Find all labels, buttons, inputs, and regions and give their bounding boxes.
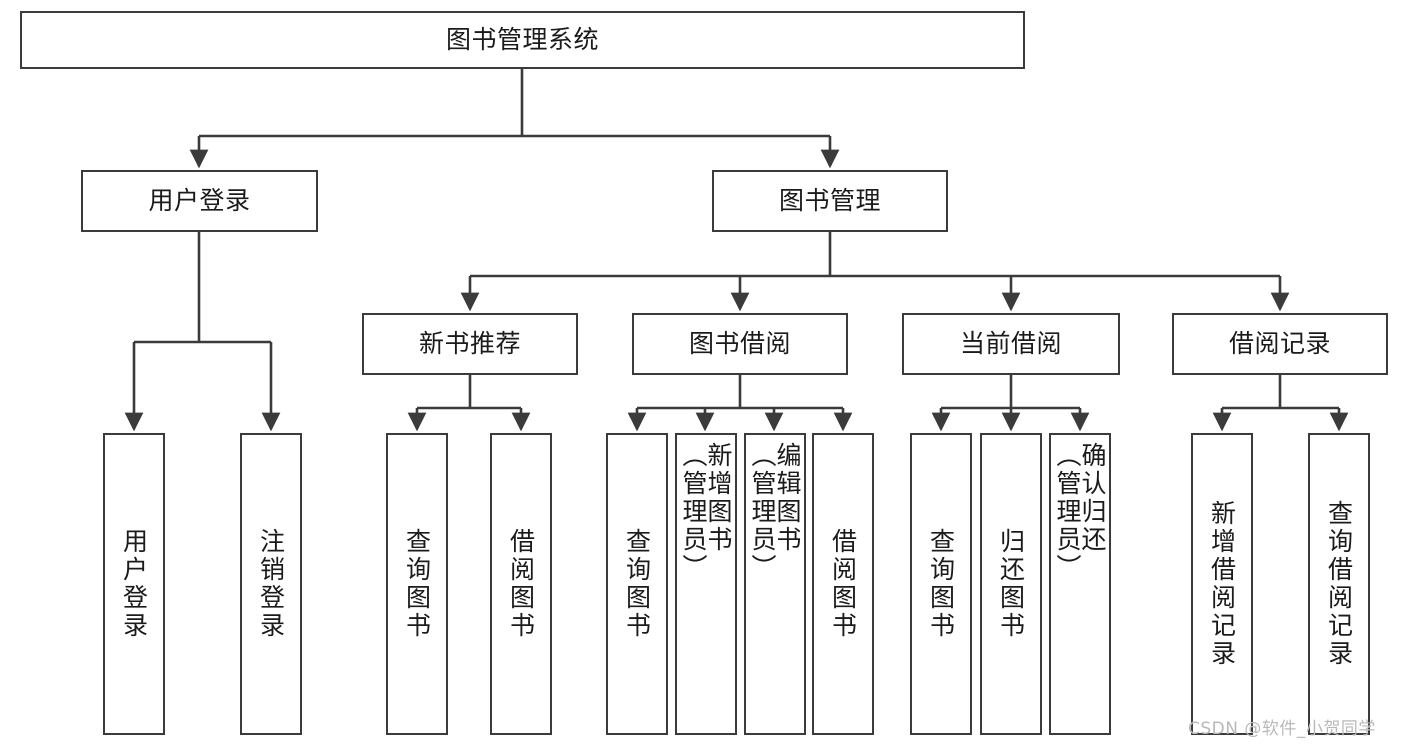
leaf-user-login[interactable]: 用户登录: [103, 433, 165, 735]
node-label: 查询图书: [622, 528, 652, 640]
node-label: 新增借阅记录: [1207, 500, 1237, 668]
node-label: 新书推荐: [418, 329, 521, 359]
node-new-book-recommendation[interactable]: 新书推荐: [362, 313, 578, 375]
leaf-query-book-recommendation[interactable]: 查询图书: [386, 433, 448, 735]
leaf-edit-book-admin[interactable]: 编辑图书 （管理员）: [744, 433, 806, 735]
node-label: 当前借阅: [959, 329, 1062, 359]
node-book-borrow[interactable]: 图书借阅: [632, 313, 848, 375]
node-root-book-management-system[interactable]: 图书管理系统: [20, 11, 1025, 69]
node-label: 用户登录: [119, 528, 149, 640]
leaf-query-borrow-record[interactable]: 查询借阅记录: [1308, 433, 1370, 735]
leaf-borrow-book[interactable]: 借阅图书: [812, 433, 874, 735]
leaf-query-book-borrow[interactable]: 查询图书: [606, 433, 668, 735]
node-label: 查询借阅记录: [1324, 500, 1354, 668]
node-user-login[interactable]: 用户登录: [81, 170, 318, 232]
node-borrow-record[interactable]: 借阅记录: [1172, 313, 1388, 375]
node-current-borrow[interactable]: 当前借阅: [902, 313, 1120, 375]
leaf-return-book[interactable]: 归还图书: [980, 433, 1042, 735]
node-label: 新增图书 （管理员）: [679, 442, 733, 582]
node-label: 注销登录: [256, 528, 286, 640]
node-book-manage[interactable]: 图书管理: [712, 170, 948, 232]
leaf-confirm-return-admin[interactable]: 确认归还 （管理员）: [1049, 433, 1111, 735]
leaf-borrow-book-recommendation[interactable]: 借阅图书: [490, 433, 552, 735]
node-label: 查询图书: [402, 528, 432, 640]
node-label: 图书管理系统: [445, 25, 599, 55]
watermark-csdn: CSDN @软件_小贺同学: [1188, 719, 1376, 739]
node-label: 图书借阅: [688, 329, 791, 359]
leaf-add-borrow-record[interactable]: 新增借阅记录: [1191, 433, 1253, 735]
node-label: 图书管理: [778, 186, 881, 216]
node-label: 编辑图书 （管理员）: [748, 442, 802, 582]
node-label: 确认归还 （管理员）: [1053, 442, 1107, 582]
leaf-add-book-admin[interactable]: 新增图书 （管理员）: [675, 433, 737, 735]
node-label: 归还图书: [996, 528, 1026, 640]
leaf-query-book-current[interactable]: 查询图书: [910, 433, 972, 735]
node-label: 用户登录: [148, 186, 251, 216]
node-label: 借阅图书: [506, 528, 536, 640]
leaf-logout[interactable]: 注销登录: [240, 433, 302, 735]
node-label: 查询图书: [926, 528, 956, 640]
node-label: 借阅记录: [1228, 329, 1331, 359]
node-label: 借阅图书: [828, 528, 858, 640]
